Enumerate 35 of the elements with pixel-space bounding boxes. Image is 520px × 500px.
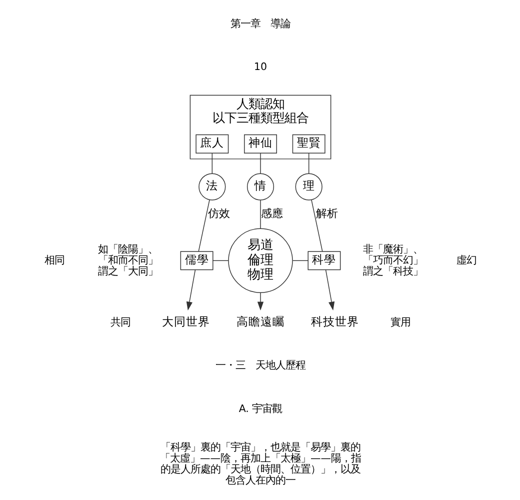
- connector: [310, 199, 322, 252]
- label: 非「魔術」、「巧而不幻」謂之「科技」: [362, 243, 423, 278]
- node-text: 科技世界: [310, 314, 359, 329]
- connector: [198, 199, 210, 252]
- label: 「科學」裏的「宇宙」，也就是「易學」裏的「太虛」——陰，再加上「太極」——陽，指的是人所處的「天地（時間、位置）」，以及包含人在內的一: [160, 441, 360, 486]
- label: A. 宇宙觀: [238, 402, 282, 415]
- node-box: 聖賢: [292, 134, 325, 154]
- connector: [212, 260, 228, 261]
- label: 虛幻: [456, 254, 476, 266]
- label: 相同: [44, 254, 64, 266]
- node-text: 大同世界: [161, 314, 210, 329]
- node-box: 神仙: [244, 134, 276, 154]
- label: 一・三 天地人歷程: [215, 360, 305, 372]
- arrow: [256, 292, 264, 310]
- node-box: 儒學: [180, 251, 213, 270]
- edge-label: 仿效: [208, 206, 230, 220]
- node-circle: 易道 倫理 物理: [228, 228, 292, 293]
- node-text: 高瞻遠矚: [236, 314, 284, 329]
- node-circle: 理: [294, 173, 322, 200]
- arrow: [324, 269, 334, 311]
- edge-label: 感應: [260, 206, 282, 220]
- label: 共同: [110, 316, 130, 328]
- label: 第一章 導論: [230, 18, 290, 30]
- label: 實用: [390, 316, 410, 328]
- label: 如「陰陽」、「和而不同」謂之「大同」: [97, 243, 158, 278]
- edge-label: 解析: [315, 206, 338, 220]
- node-box: 庶人: [195, 134, 228, 154]
- connector: [211, 152, 212, 174]
- node-circle: 情: [246, 173, 274, 200]
- node-box: 科學: [307, 251, 340, 270]
- connector: [308, 152, 309, 174]
- arrow: [186, 269, 196, 311]
- connector: [292, 260, 308, 261]
- label: 10: [253, 61, 267, 74]
- node-circle: 法: [198, 173, 226, 200]
